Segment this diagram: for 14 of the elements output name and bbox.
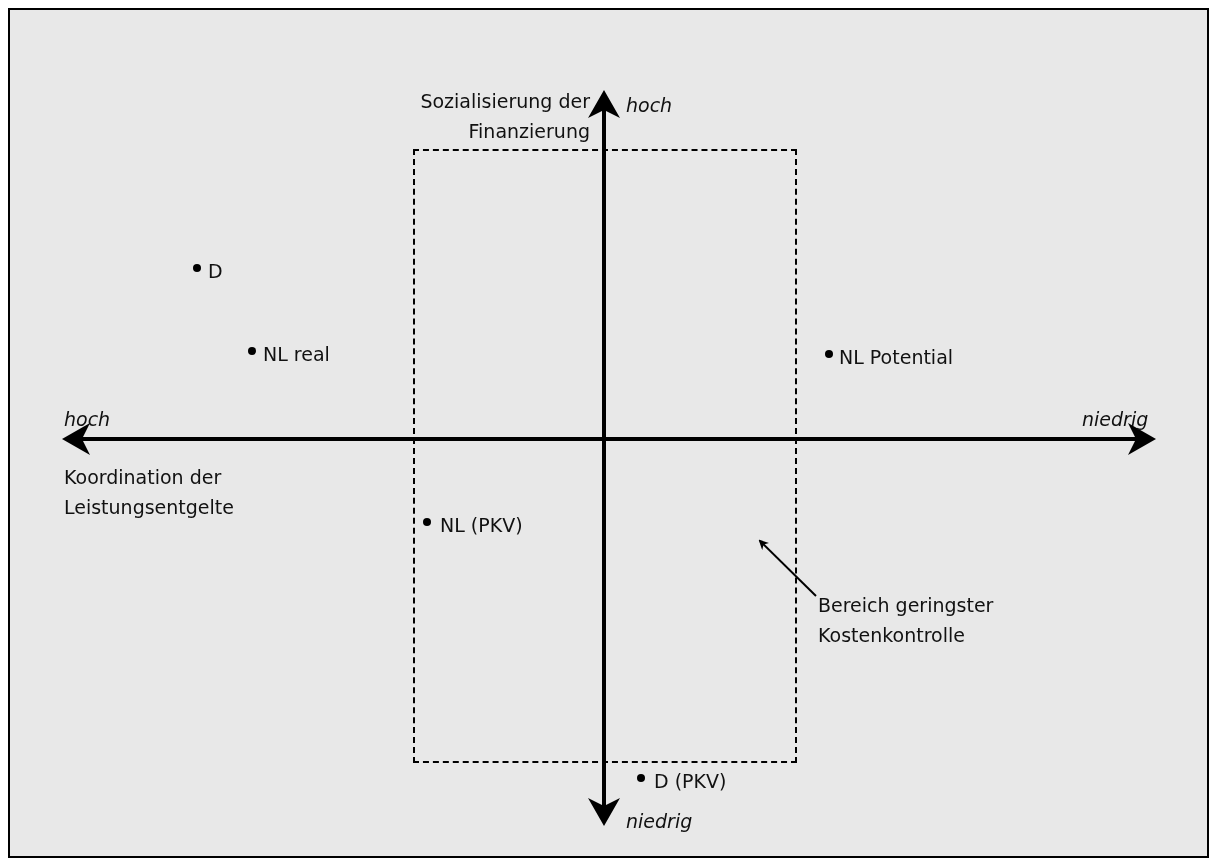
point-label: NL real (263, 342, 330, 367)
callout-text: Bereich geringster Kostenkontrolle (818, 590, 1058, 650)
axis-title: Koordination der Leistungsentgelte (64, 465, 235, 520)
dashed-region-box (413, 149, 797, 763)
axis-end-label: hoch (64, 407, 111, 432)
leader-arrow (758, 539, 817, 597)
point-label: D (208, 259, 223, 284)
axis-title: Sozialisierung der Finanzierung (419, 89, 590, 144)
axis-end-label: niedrig (1082, 407, 1149, 432)
point-label: NL Potential (839, 345, 954, 370)
point-label: D (PKV) (654, 769, 727, 794)
axis-end-label: niedrig (626, 809, 693, 834)
point-label: NL (PKV) (440, 513, 523, 538)
axis-end-label: hoch (626, 93, 673, 118)
